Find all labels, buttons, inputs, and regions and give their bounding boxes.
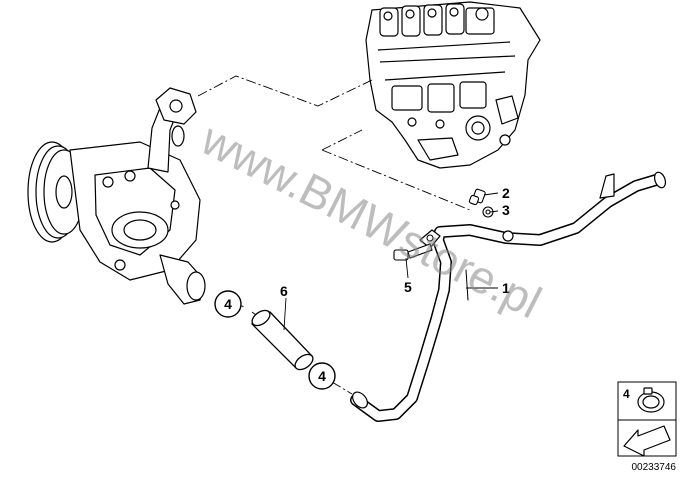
leader-lines [283, 192, 499, 331]
circled-number: 4 [318, 368, 326, 384]
hose-clamp-icon [637, 387, 665, 413]
hose-sleeve-illustration [250, 309, 314, 371]
circled-callout-4-lower: 4 [308, 362, 336, 390]
callout-6: 6 [280, 283, 288, 299]
hardware-illustration [393, 188, 494, 261]
coolant-pipe-illustration [350, 171, 667, 422]
callout-3: 3 [502, 202, 510, 218]
circled-callout-4-upper: 4 [214, 290, 242, 318]
legend-number: 4 [623, 387, 630, 401]
legend-box: 4 [617, 381, 677, 457]
arrow-icon [623, 425, 671, 457]
engine-block-illustration [365, 1, 541, 169]
water-pump-illustration [27, 87, 206, 305]
circled-number: 4 [224, 296, 232, 312]
callout-2: 2 [502, 185, 510, 201]
callout-5: 5 [404, 279, 412, 295]
callout-1: 1 [502, 280, 510, 296]
diagram-reference-number: 00233746 [632, 462, 677, 473]
